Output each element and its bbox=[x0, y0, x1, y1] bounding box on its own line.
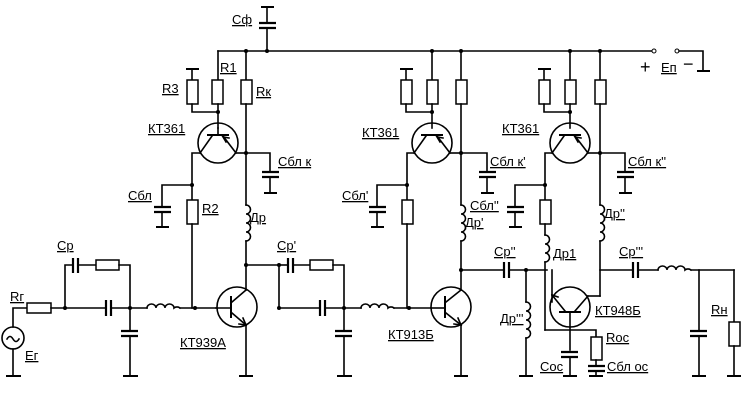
sbl-k-double-prime-label: Сбл к'' bbox=[628, 154, 666, 169]
cp-label: Ср bbox=[57, 238, 74, 253]
kt913b-label: КТ913Б bbox=[388, 327, 434, 342]
resistor-r1-2 bbox=[426, 79, 439, 105]
dr1-label: Др1 bbox=[553, 246, 576, 261]
resistor-rg bbox=[26, 302, 52, 314]
sbl-label: Сбл bbox=[128, 188, 152, 203]
resistor-r1-3 bbox=[564, 79, 577, 105]
dr-prime-label: Др' bbox=[465, 215, 484, 230]
choke-dr-prime bbox=[460, 204, 467, 242]
choke-dr-triple-prime bbox=[525, 301, 532, 339]
supply-plus-terminal bbox=[651, 48, 657, 54]
resistor-cp-branch bbox=[95, 259, 120, 271]
stage2-bias: КТ361 Сбл к' Сбл' Др' bbox=[342, 49, 526, 309]
inductor-in bbox=[146, 303, 182, 310]
choke-dr-double-prime bbox=[599, 204, 606, 242]
r1-label: R1 bbox=[220, 60, 237, 75]
interstage-2: Ср'' Др''' bbox=[459, 244, 548, 377]
cp-double-prime-label: Ср'' bbox=[494, 244, 516, 259]
cp-triple-prime-label: Ср''' bbox=[619, 244, 643, 259]
kt361-2-label: КТ361 bbox=[362, 125, 399, 140]
stage1-bias: R1 R3 Rк КТ361 Сбл к Сбл R2 bbox=[128, 49, 311, 309]
dr-double-prime-label: Др'' bbox=[604, 206, 625, 221]
sbl-k-prime-label: Сбл к' bbox=[490, 154, 526, 169]
eg-label: Ег bbox=[25, 348, 39, 363]
roc-label: Rос bbox=[606, 330, 630, 345]
supply-rail: + − Еп Сф bbox=[217, 6, 710, 77]
resistor-r3-3 bbox=[538, 79, 551, 105]
resistor-rk-3 bbox=[594, 79, 607, 105]
r2-label: R2 bbox=[202, 201, 219, 216]
interstage-1: Ср' bbox=[244, 238, 432, 377]
resistor-roc bbox=[590, 336, 603, 361]
transistor-kt939a: КТ939А bbox=[180, 286, 258, 377]
transistor-kt361-3 bbox=[549, 122, 591, 164]
rk-label: Rк bbox=[256, 84, 271, 99]
resistor-cp-prime-branch bbox=[309, 259, 334, 271]
sbl-k-label: Сбл к bbox=[278, 154, 311, 169]
inductor-2 bbox=[360, 303, 396, 310]
rn-label: Rн bbox=[711, 302, 728, 317]
input-network: Rг Ег Ср bbox=[1, 238, 217, 377]
kt361-3-label: КТ361 bbox=[502, 121, 539, 136]
cp-prime-label: Ср' bbox=[277, 238, 296, 253]
resistor-r2-2 bbox=[401, 199, 414, 225]
sine-icon bbox=[5, 335, 21, 343]
stage3-bias: КТ361 Сбл к'' Сбл'' Др1 Др'' bbox=[470, 49, 666, 331]
filter-cap-label: Сф bbox=[232, 12, 252, 27]
output-network: Ср''' Rн bbox=[599, 244, 741, 377]
choke-dr bbox=[245, 204, 252, 242]
dr-triple-prime-label: Др''' bbox=[500, 311, 523, 326]
transistor-kt913b: КТ913Б bbox=[388, 286, 472, 377]
supply-plus-label: + bbox=[640, 57, 651, 77]
resistor-r1 bbox=[211, 79, 224, 105]
r3-label: R3 bbox=[162, 81, 179, 96]
resistor-rn bbox=[728, 321, 741, 347]
resistor-r3-2 bbox=[400, 79, 413, 105]
kt361-1-label: КТ361 bbox=[148, 121, 185, 136]
dr-label: Др bbox=[250, 210, 266, 225]
transistor-kt361-1 bbox=[197, 122, 239, 164]
rg-label: Rг bbox=[10, 289, 24, 304]
resistor-rk bbox=[240, 79, 253, 105]
transistor-kt948b: КТ948Б Rос Сбл ос Сос bbox=[540, 269, 649, 377]
coc-label: Сос bbox=[540, 359, 564, 374]
kt939a-label: КТ939А bbox=[180, 335, 226, 350]
sbl-prime-label: Сбл' bbox=[342, 188, 368, 203]
kt948b-label: КТ948Б bbox=[595, 303, 641, 318]
resistor-r2 bbox=[186, 199, 199, 225]
resistor-r3 bbox=[186, 79, 199, 105]
sbl-double-prime-label: Сбл'' bbox=[470, 198, 499, 213]
resistor-rk-2 bbox=[455, 79, 468, 105]
resistor-r2-3 bbox=[539, 199, 552, 225]
supply-minus-label: − bbox=[683, 54, 694, 74]
transistor-kt361-2 bbox=[411, 122, 453, 164]
choke-dr1 bbox=[544, 234, 551, 263]
sbl-oc-label: Сбл ос bbox=[607, 359, 649, 374]
supply-label: Еп bbox=[661, 60, 677, 75]
inductor-out bbox=[657, 265, 693, 272]
